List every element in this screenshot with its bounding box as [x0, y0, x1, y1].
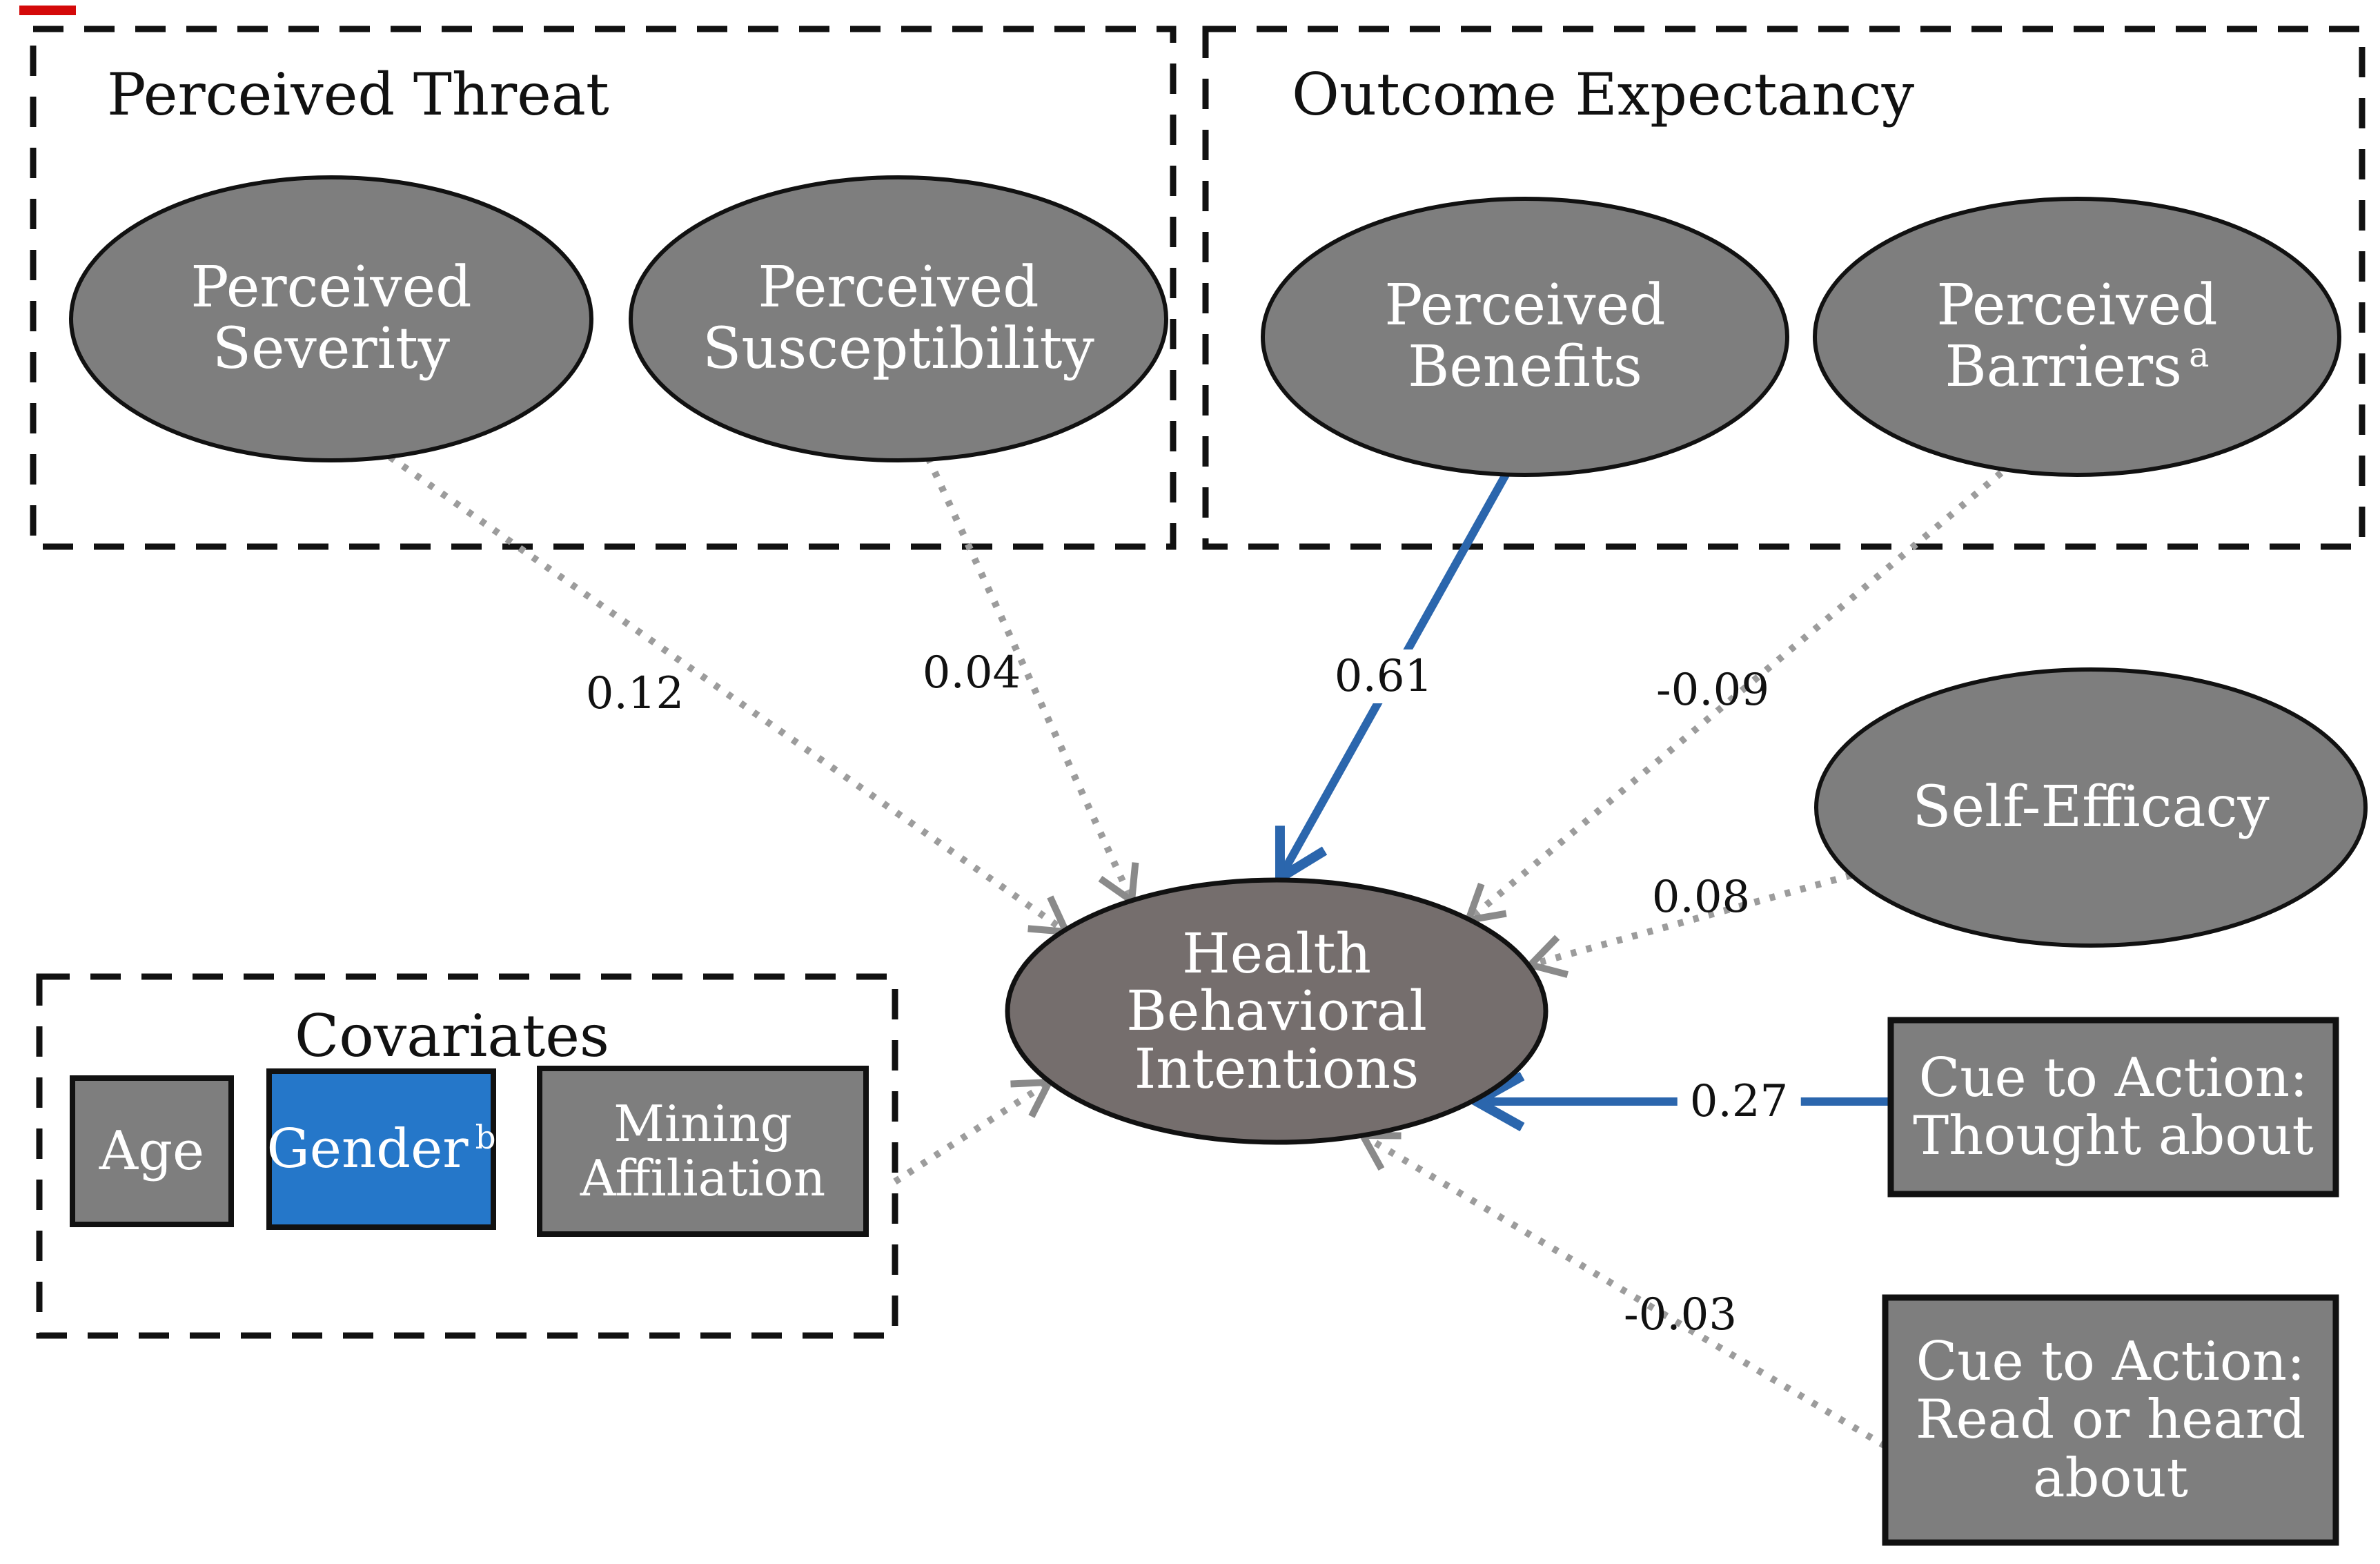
group-title-perceived-threat: Perceived Threat	[107, 61, 609, 128]
node-gender	[266, 1068, 496, 1230]
node-perceived-severity	[69, 175, 593, 462]
edge-barriers-to-intentions	[1463, 470, 2004, 925]
coefficient-selfefficacy-path: 0.08	[1651, 872, 1751, 923]
edge-susceptibility-to-intentions	[925, 456, 1139, 908]
red-scan-artifact	[19, 6, 76, 15]
node-perceived-benefits	[1261, 197, 1789, 477]
group-box-perceived-threat	[30, 26, 1177, 550]
node-self-efficacy	[1814, 667, 2368, 948]
node-mining-affiliation	[537, 1066, 869, 1237]
coefficient-benefits-path: 0.61	[1321, 649, 1446, 703]
node-perceived-barriers	[1813, 197, 2341, 477]
node-cue-read-heard	[1882, 1294, 2339, 1546]
group-box-outcome-expectancy	[1202, 26, 2366, 550]
coefficient-severity-path: 0.12	[585, 668, 685, 719]
edge-cue-read-to-intentions	[1357, 1131, 1887, 1449]
group-box-covariates	[36, 973, 898, 1339]
edge-covariates-to-intentions	[893, 1078, 1055, 1185]
coefficient-cue-thought-path: 0.27	[1677, 1075, 1801, 1128]
group-title-outcome-expectancy: Outcome Expectancy	[1292, 61, 1915, 128]
coefficient-susceptibility-path: 0.04	[922, 647, 1021, 698]
node-age	[70, 1075, 234, 1227]
node-perceived-susceptibility	[629, 175, 1168, 462]
node-cue-thought-about	[1887, 1017, 2339, 1198]
coefficient-cue-read-path: -0.03	[1623, 1289, 1738, 1340]
group-title-covariates: Covariates	[294, 1002, 610, 1070]
node-health-behavioral-intentions	[1005, 877, 1548, 1145]
coefficient-barriers-path: -0.09	[1655, 665, 1770, 716]
edge-severity-to-intentions	[388, 453, 1072, 936]
